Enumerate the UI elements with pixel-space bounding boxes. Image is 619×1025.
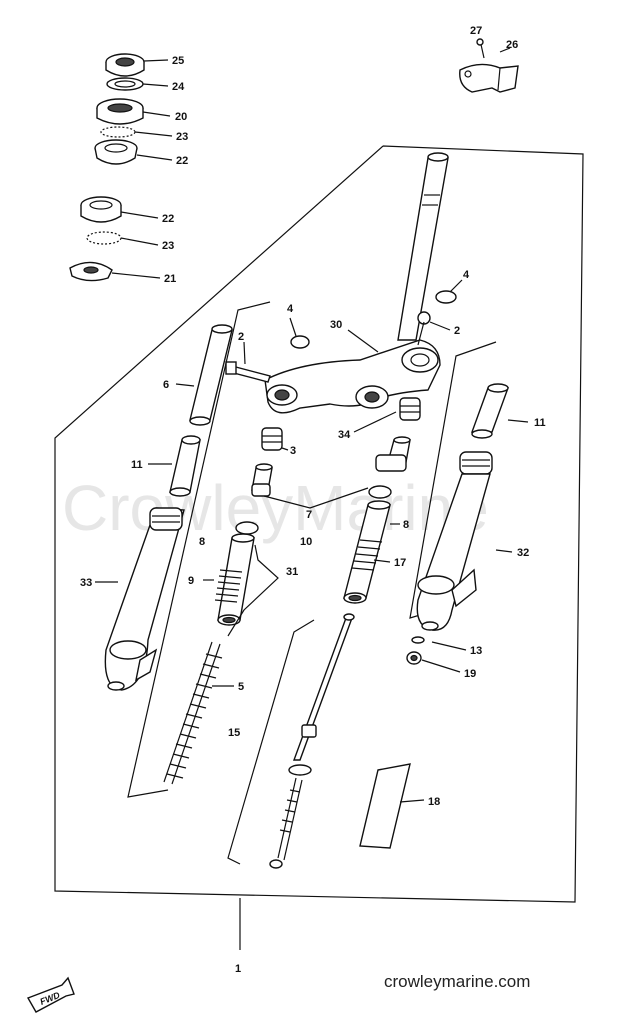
callout-8-right: 8: [403, 519, 409, 531]
callout-2-right: 2: [454, 325, 460, 337]
callout-31: 31: [286, 566, 298, 578]
callout-6: 6: [163, 379, 169, 391]
part-33-outer-tube-left: [104, 507, 185, 691]
part-23-balls-lower: [86, 231, 122, 245]
steering-head-parts: [69, 53, 145, 282]
callout-2-left: 2: [238, 331, 244, 343]
callout-30: 30: [330, 319, 342, 331]
callout-33: 33: [80, 577, 92, 589]
part-21-seal: [69, 261, 113, 282]
part-11-tube-left: [169, 435, 201, 497]
part-32-outer-tube-right: [416, 451, 493, 631]
callout-8-left: 8: [199, 536, 205, 548]
callout-4-left: 4: [287, 303, 294, 315]
part-15-damper-rod: [227, 613, 355, 869]
part-6-tube-left: [189, 324, 233, 426]
callout-24: 24: [172, 81, 185, 93]
part-13-washer: [411, 636, 425, 644]
part-25-nut: [105, 53, 145, 77]
part-7-bushing-left: [251, 463, 273, 497]
part-11-tube-right: [471, 383, 509, 439]
part-2-bolt-right: [417, 311, 431, 346]
part-5-spring: [163, 641, 223, 785]
leader-group-8-9: [227, 544, 279, 637]
part-9-spring-left: [214, 569, 243, 603]
assembly-boundary: [54, 145, 584, 903]
part-34-nut: [399, 397, 421, 421]
left-fork-group: [104, 301, 271, 798]
part-23-balls-upper: [100, 126, 136, 138]
leaders-top-left: [111, 59, 173, 279]
callout-3: 3: [290, 445, 296, 457]
callout-4-right: 4: [463, 269, 470, 281]
fwd-arrow-icon: FWD: [26, 976, 75, 1013]
callout-26: 26: [506, 39, 518, 51]
callout-22-lower: 22: [162, 213, 174, 225]
callout-10: 10: [300, 536, 312, 548]
footer-brand: crowleymarine.com: [384, 972, 530, 991]
callout-32: 32: [517, 547, 529, 559]
callout-leaders: [95, 279, 529, 950]
part-2-bolt-left: [225, 361, 271, 383]
part-18-sheet: [359, 763, 411, 849]
callout-15: 15: [228, 727, 240, 739]
callout-19: 19: [464, 668, 476, 680]
leader-26: [499, 47, 511, 53]
callout-9: 9: [188, 575, 194, 587]
part-22-race-lower: [80, 196, 122, 223]
part-20-race: [96, 98, 144, 125]
part-26-bracket: [459, 63, 519, 93]
part-17-spring-right: [351, 539, 383, 571]
part-22-race-upper: [94, 139, 138, 165]
callout-5: 5: [238, 681, 244, 693]
watermark-text: CrowleyMarine: [62, 472, 489, 544]
callout-11-right: 11: [534, 417, 546, 429]
leader-group-7: [263, 487, 369, 509]
callout-11-left: 11: [131, 459, 143, 471]
part-10-seal-right: [368, 485, 392, 499]
part-8-inner-tube-left: [217, 533, 255, 626]
callout-1: 1: [235, 963, 241, 975]
part-3-nut: [261, 427, 283, 451]
callout-17: 17: [394, 557, 406, 569]
callout-20: 20: [175, 111, 187, 123]
callout-22-upper: 22: [176, 155, 188, 167]
part-4-clip-right: [435, 290, 457, 304]
part-27-screw: [476, 38, 485, 59]
part-30-under-bracket: [264, 339, 441, 414]
steering-stem: [397, 152, 449, 341]
part-4-clip-left: [290, 335, 310, 349]
callout-23-upper: 23: [176, 131, 188, 143]
part-10-seal-left: [235, 521, 259, 535]
part-24-washer: [106, 77, 144, 91]
callout-23-lower: 23: [162, 240, 174, 252]
callout-34: 34: [338, 429, 351, 441]
callout-18: 18: [428, 796, 440, 808]
part-8-inner-tube-right: [343, 500, 391, 604]
right-fork-group: [406, 341, 509, 665]
callout-27: 27: [470, 25, 482, 37]
callout-25: 25: [172, 55, 184, 67]
callout-7: 7: [306, 509, 312, 521]
part-19-bolt: [406, 651, 422, 665]
part-7-bushing-right: [375, 436, 411, 472]
callout-13: 13: [470, 645, 482, 657]
callout-21: 21: [164, 273, 176, 285]
